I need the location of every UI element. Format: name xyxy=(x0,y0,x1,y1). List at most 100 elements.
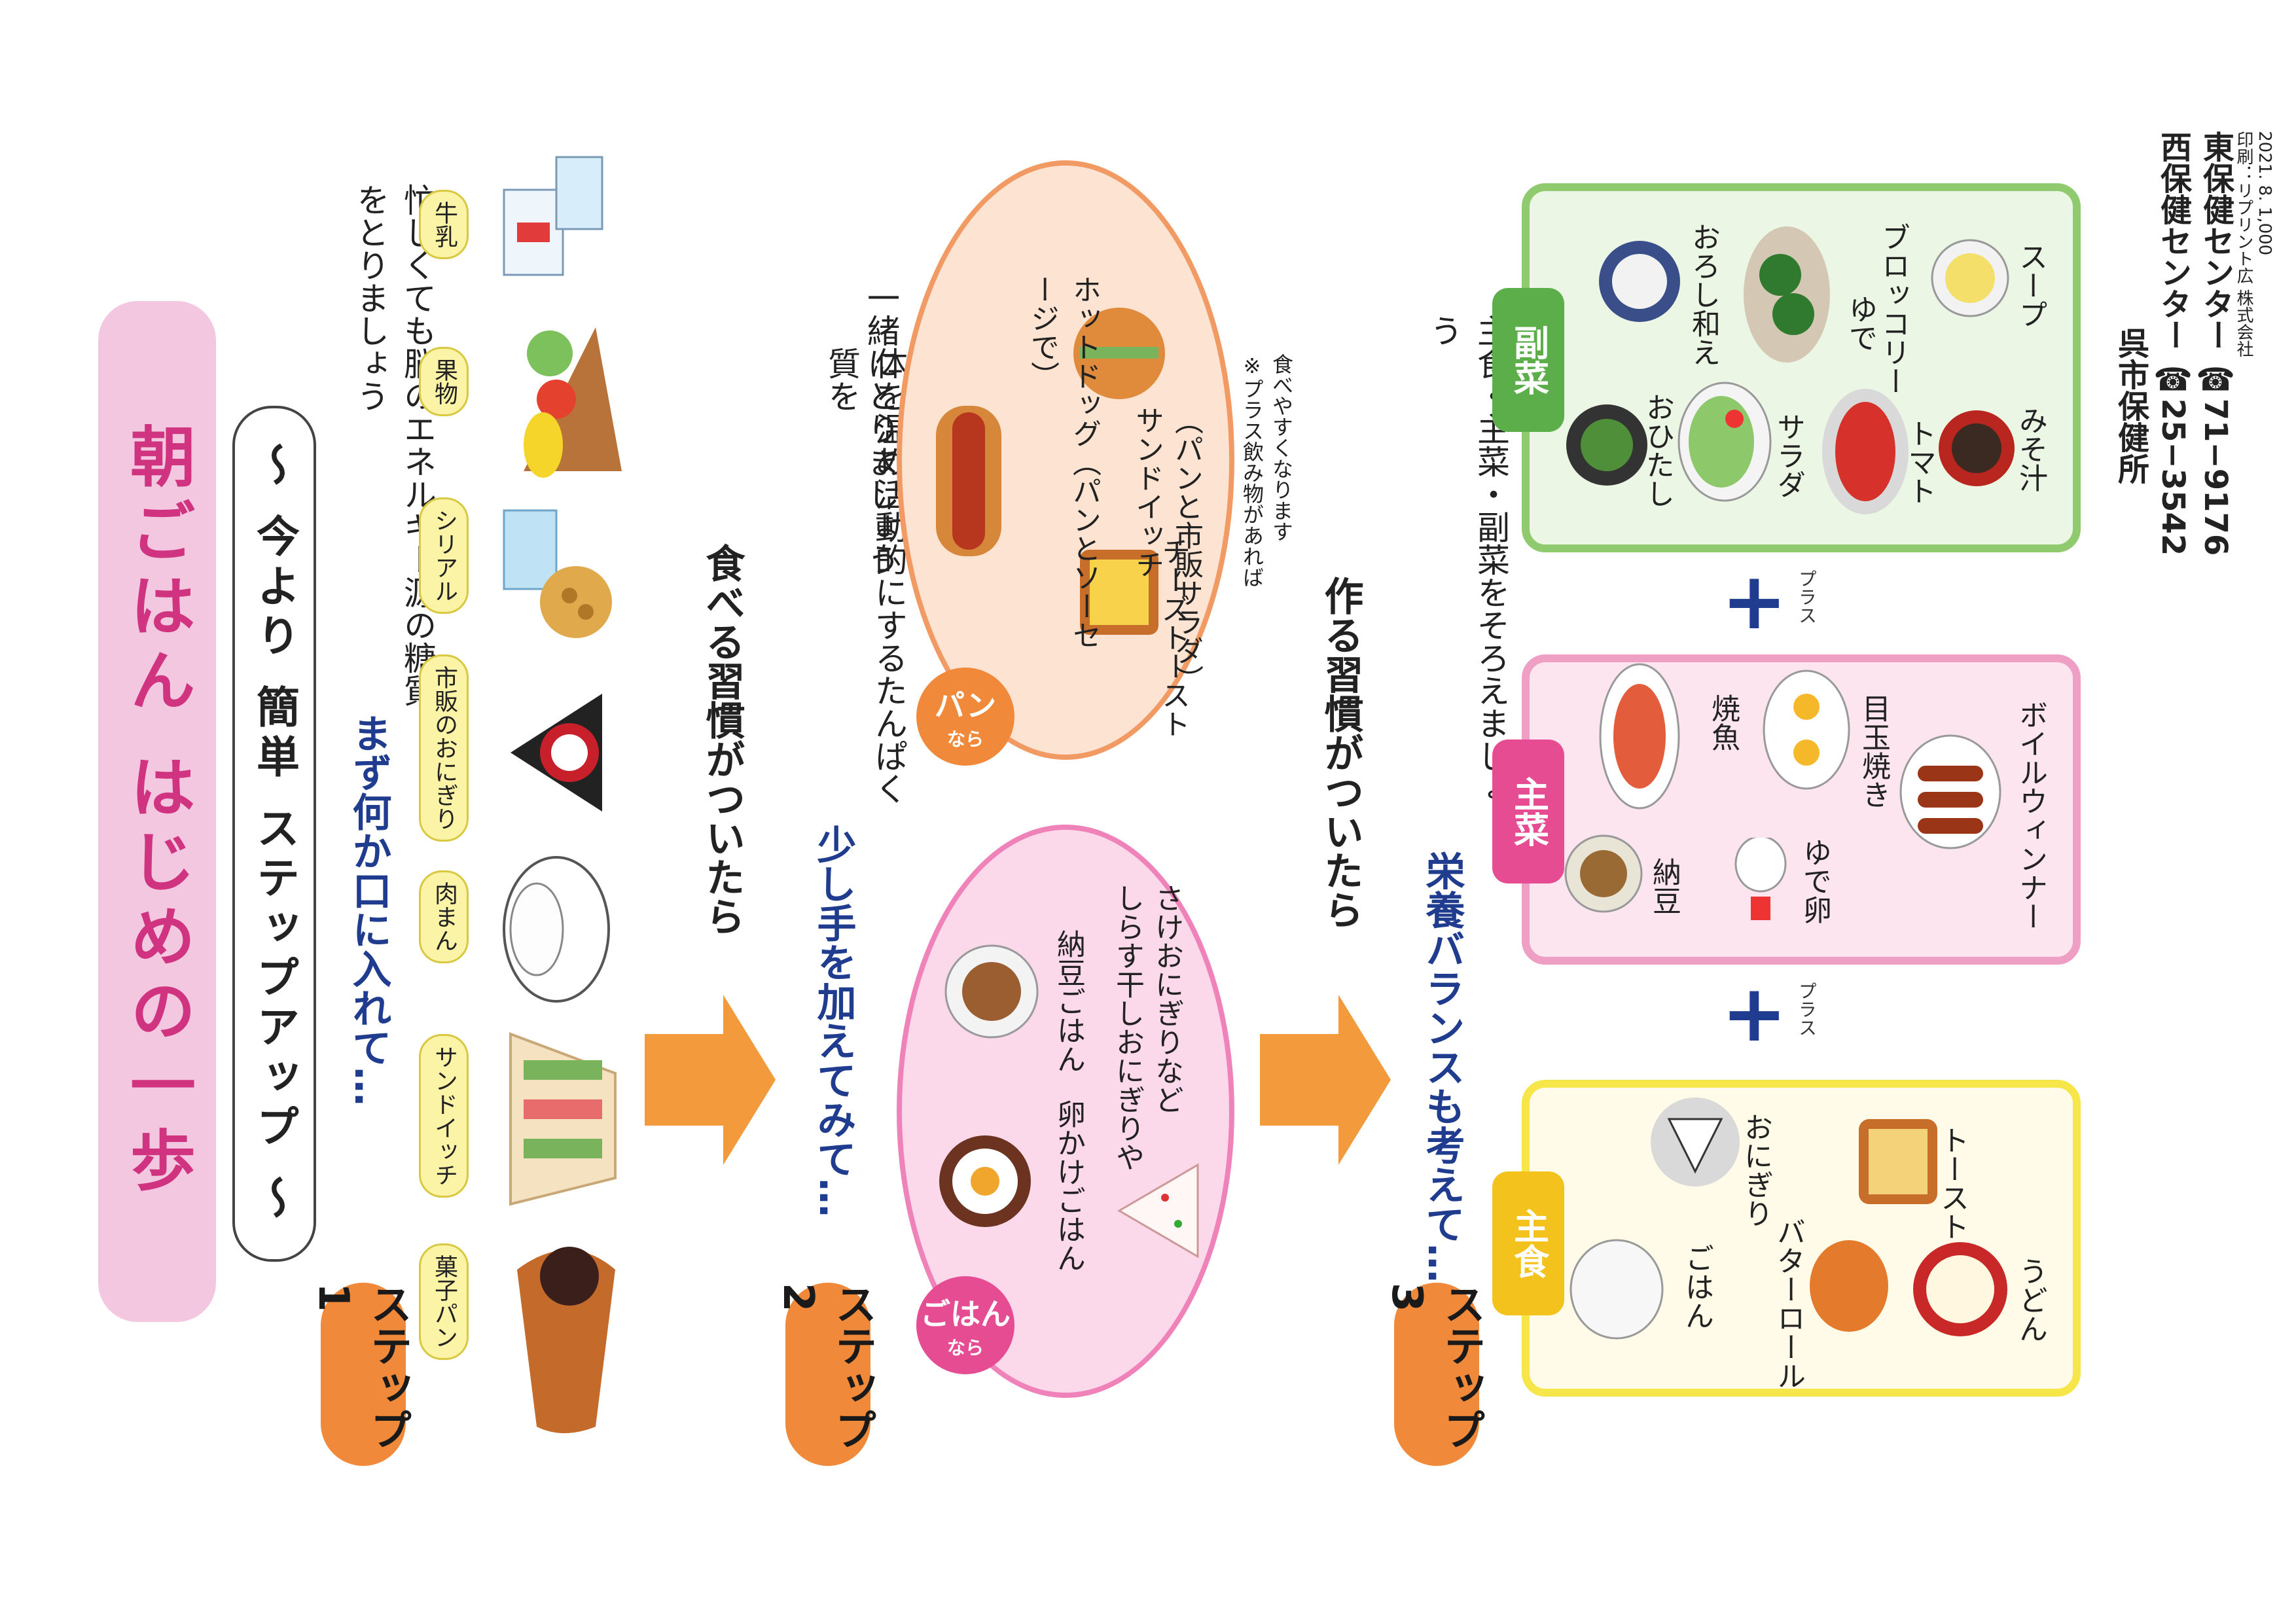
arrow2-caption: 作る習慣がついたら xyxy=(1318,576,1363,929)
wiener-label: ボイルウィンナー xyxy=(2014,700,2047,931)
plus-label-1: プラス xyxy=(1796,982,1818,1037)
cheese-toast-image xyxy=(1080,550,1158,635)
salad-label: サラダ xyxy=(1772,412,1805,499)
sandwich-pan-label: サンドイッチ xyxy=(1130,406,1164,579)
hotdog-label: ホットドッグ（パンとソーセージで） xyxy=(1026,275,1101,649)
soup-image xyxy=(1931,239,2009,317)
step1-badge: ステップ1 xyxy=(309,1283,412,1466)
tamagokake-image xyxy=(939,1135,1031,1227)
yakizakana-label: 焼魚 xyxy=(1706,694,1740,751)
page-subtitle: 〜 今より 簡単 ステップアップ 〜 xyxy=(249,442,300,1225)
fukusai-tag: 副菜 xyxy=(1492,288,1564,432)
natto-gohan-image xyxy=(944,944,1039,1039)
item-nikuman-label: 肉まん xyxy=(419,870,469,963)
tamagokake-label: 卵かけごはん xyxy=(1052,1099,1085,1272)
butter-roll-image xyxy=(1810,1240,1888,1332)
step2-desc-line2: 一緒にとりましょう xyxy=(862,281,900,576)
misoshiru-label: みそ汁 xyxy=(2014,406,2047,492)
toast-image xyxy=(1859,1119,1937,1204)
plus-icon-1: + xyxy=(1721,969,1787,1060)
udon-image xyxy=(1913,1242,2007,1336)
milk-image xyxy=(503,156,603,276)
udon-label: うどん xyxy=(2014,1257,2047,1343)
oroshiae-image xyxy=(1599,241,1680,322)
gohan-image xyxy=(1570,1239,1664,1340)
sandwich-image xyxy=(509,1032,617,1206)
broccoli-label: ブロッコリー xyxy=(1876,223,1910,395)
drink-note-line2: 食べやすくなります xyxy=(1269,353,1294,542)
onigiri-2-image xyxy=(1651,1097,1740,1186)
pan-badge-label: パン xyxy=(934,688,997,723)
step3-heading: 栄養バランスも考えて… xyxy=(1419,851,1465,1283)
item-milk-label: 牛乳 xyxy=(419,190,469,259)
pan-badge: パン なら xyxy=(916,668,1014,766)
sandwich-pan-image xyxy=(1073,308,1165,399)
salad-image xyxy=(1677,382,1772,502)
sandwich-pan-sub-label: （パンと市販サラダ） xyxy=(1170,406,1203,694)
cereal-image xyxy=(503,509,612,638)
subtitle-frame xyxy=(232,406,316,1262)
wiener-image xyxy=(1899,734,2001,849)
butter-roll-label: バターロール xyxy=(1772,1217,1805,1390)
oroshiae-label: おろし和え xyxy=(1687,223,1720,366)
item-kashipan-label: 菓子パン xyxy=(419,1243,469,1360)
medamayaki-image xyxy=(1763,669,1850,790)
gohan-label: ごはん xyxy=(1680,1243,1713,1330)
toast-label: トースト xyxy=(1935,1126,1969,1241)
gohan-badge-sub: なら xyxy=(946,1337,984,1359)
shirasu-onigiri-label: しらす干しおにぎりや xyxy=(1111,883,1144,1171)
footer-east: 東保健センター ☎71−9176 xyxy=(2197,131,2234,556)
item-onigiri-label: 市販のおにぎり xyxy=(419,654,469,842)
shirasu-onigiri-image xyxy=(1117,1163,1199,1258)
plus-icon-2: + xyxy=(1721,556,1787,647)
step2-heading: 少し手を加えてみて… xyxy=(810,825,856,1217)
cheese-toast-label: チーズトースト xyxy=(1157,537,1190,738)
shusai-tag: 主菜 xyxy=(1492,740,1564,883)
ohitashi-label: おひたし xyxy=(1641,393,1674,508)
shushoku-tag: 主食 xyxy=(1492,1171,1564,1315)
plus-label-2: プラス xyxy=(1796,569,1818,624)
footer-org: 呉市保健所 xyxy=(2112,327,2149,484)
step3-badge: ステップ3 xyxy=(1382,1283,1485,1466)
item-sandwich-label: サンドイッチ xyxy=(419,1034,469,1198)
soup-label: スープ xyxy=(2014,242,2047,329)
ohitashi-image xyxy=(1566,404,1647,486)
hotdog-image xyxy=(936,406,1001,556)
pan-badge-sub: なら xyxy=(946,728,984,750)
footer-print: 印刷：リプリント広 株式会社 xyxy=(2234,131,2253,358)
natto-label: 納豆 xyxy=(1647,857,1681,915)
tomato-image xyxy=(1822,389,1909,514)
yude-label: ゆで xyxy=(1844,294,1877,352)
title-background xyxy=(98,301,216,1322)
tomato-label: トマト xyxy=(1903,419,1936,505)
gohan-badge-label: ごはん xyxy=(920,1296,1011,1332)
natto-gohan-label: 納豆ごはん xyxy=(1052,929,1085,1073)
footer-west: 西保健センター ☎25−3542 xyxy=(2155,131,2191,556)
yakizakana-image xyxy=(1599,663,1680,810)
medamayaki-label: 目玉焼き xyxy=(1857,694,1890,809)
yudetamago-image xyxy=(1734,838,1787,920)
page-title: 朝ごはん はじめの一歩 xyxy=(118,422,196,1201)
arrow-1 xyxy=(645,995,776,1165)
gohan-badge: ごはん なら xyxy=(916,1276,1014,1374)
item-cereal-label: シリアル xyxy=(419,497,469,614)
nikuman-image xyxy=(503,856,610,1003)
arrow-2 xyxy=(1260,995,1391,1165)
onigiri-image xyxy=(511,694,602,812)
arrow1-caption: 食べる習慣がついたら xyxy=(699,543,745,936)
misoshiru-image xyxy=(1939,410,2015,486)
drink-note-line1: ※プラス飲み物があれば xyxy=(1240,353,1265,588)
step1-desc: 忙しくても脳のエネルギー源の糖質をとりましょう xyxy=(351,183,437,707)
broccoli-image xyxy=(1744,226,1830,363)
yudetamago-label: ゆで卵 xyxy=(1798,838,1831,924)
step2-badge: ステップ2 xyxy=(774,1283,876,1466)
footer-date: 2021. 8. 1,000 xyxy=(2255,131,2274,256)
natto-image xyxy=(1564,834,1643,913)
onigiri-2-label: おにぎり xyxy=(1739,1113,1772,1228)
fruit-basket-image xyxy=(524,327,622,478)
step1-heading: まず何か口に入れて… xyxy=(346,713,391,1106)
item-fruit-label: 果物 xyxy=(419,347,469,416)
shushoku-box xyxy=(1522,1080,2081,1397)
kashipan-image xyxy=(517,1247,615,1433)
sake-onigiri-label: さけおにぎりなど xyxy=(1150,883,1183,1114)
